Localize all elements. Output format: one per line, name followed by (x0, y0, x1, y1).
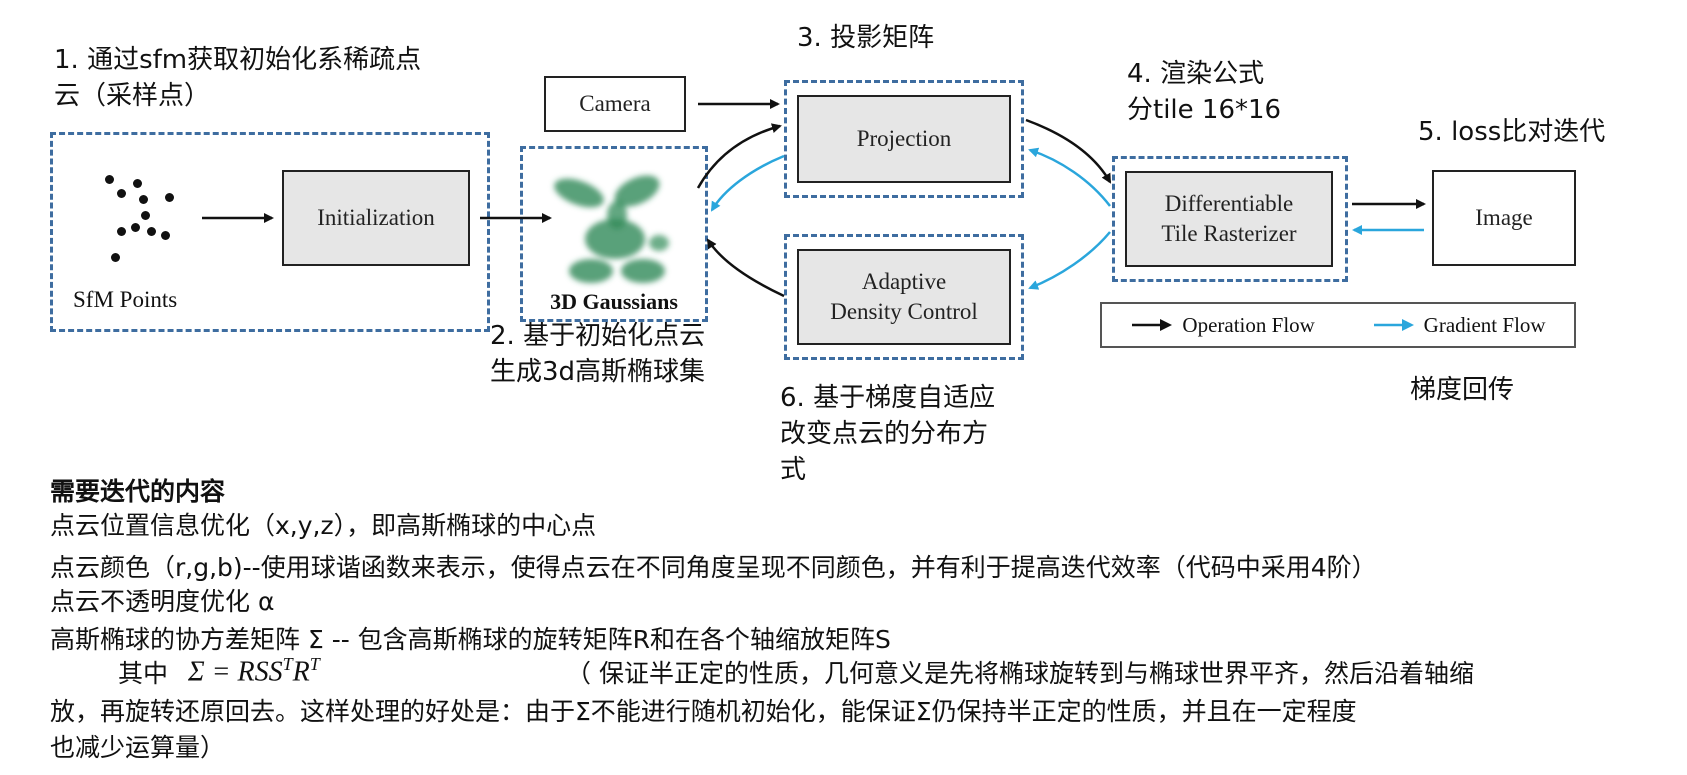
body-line5-rest: （ 保证半正定的性质，几何意义是先将椭球旋转到与椭球世界平齐，然后沿着轴缩 (566, 659, 1474, 688)
body-line1: 点云位置信息优化（x,y,z），即高斯椭球的中心点 (50, 511, 597, 540)
sfm-point (161, 231, 170, 240)
image-box: Image (1432, 170, 1576, 266)
legend-gradient: Gradient Flow (1372, 313, 1546, 338)
legend-gradient-label: Gradient Flow (1423, 312, 1546, 337)
gaussians-image (554, 175, 669, 283)
arrow-rasterizer-to-adaptive (1028, 231, 1111, 290)
covariance-formula: Σ = RSSTRT (188, 654, 320, 688)
body-line2: 点云颜色（r,g,b)--使用球谐函数来表示，使得点云在不同角度呈现不同颜色，并… (50, 553, 1377, 582)
gaussians-group: 3D Gaussians (520, 146, 708, 322)
gradient-arrow-icon (1373, 319, 1414, 331)
rasterizer-box: Differentiable Tile Rasterizer (1125, 171, 1333, 267)
formula-r: R (292, 656, 310, 688)
sfm-point (165, 193, 174, 202)
operation-arrow-icon (1132, 319, 1173, 331)
flow-arrows (202, 99, 1426, 298)
sfm-point (141, 211, 150, 220)
formula-sup2: T (309, 654, 320, 674)
sfm-point (111, 253, 120, 262)
sfm-group: SfM Points (50, 132, 490, 332)
sfm-points-label: SfM Points (73, 287, 178, 312)
formula-main: Σ = RSS (188, 656, 283, 688)
step3-note: 3. 投影矩阵 (797, 23, 935, 53)
sfm-point (131, 223, 140, 232)
sfm-point (117, 227, 126, 236)
step6-note: 6. 基于梯度自适应 改变点云的分布方 式 (780, 383, 996, 485)
body-heading: 需要迭代的内容 (50, 477, 226, 506)
step4-note: 4. 渲染公式 分tile 16*16 (1127, 59, 1282, 125)
adaptive-box: Adaptive Density Control (797, 249, 1011, 345)
body-line4: 高斯椭球的协方差矩阵 Σ -- 包含高斯椭球的旋转矩阵R和在各个轴缩放矩阵S (50, 625, 891, 654)
sfm-point (147, 227, 156, 236)
arrow-projection-to-rasterizer (1025, 118, 1112, 184)
step1-note: 1. 通过sfm获取初始化系稀疏点 云（采样点） (54, 45, 422, 111)
legend: Operation Flow Gradient Flow (1100, 302, 1576, 348)
legend-operation: Operation Flow (1130, 312, 1315, 338)
arrow-rasterizer-to-projection (1028, 147, 1111, 207)
gaussians-label: 3D Gaussians (550, 289, 678, 314)
sfm-point (139, 195, 148, 204)
adaptive-group: Adaptive Density Control (784, 234, 1024, 360)
camera-box: Camera (544, 76, 686, 132)
formula-sup1: T (282, 654, 293, 674)
sfm-point (105, 175, 114, 184)
body-line3: 点云不透明度优化 α (50, 587, 275, 616)
body-line6: 放，再旋转还原回去。这样处理的好处是：由于Σ不能进行随机初始化，能保证Σ仍保持半… (50, 697, 1357, 726)
step5-note: 5. loss比对迭代 (1418, 117, 1606, 147)
body-line7: 也减少运算量） (50, 733, 226, 762)
projection-box: Projection (797, 95, 1011, 183)
arrow-adaptive-to-gaussians (706, 238, 785, 298)
rasterizer-group: Differentiable Tile Rasterizer (1112, 156, 1348, 282)
step2-note: 2. 基于初始化点云 生成3d高斯椭球集 (490, 321, 706, 387)
initialization-box: Initialization (282, 170, 470, 266)
sfm-point (133, 179, 142, 188)
projection-group: Projection (784, 80, 1024, 198)
gradient-back-note: 梯度回传 (1410, 375, 1515, 405)
arrow-projection-to-gaussians (710, 154, 785, 212)
legend-operation-label: Operation Flow (1182, 312, 1315, 337)
arrow-gaussians-to-projection (696, 123, 782, 189)
sfm-point (117, 189, 126, 198)
body-line5-prefix: 其中 (118, 659, 169, 688)
